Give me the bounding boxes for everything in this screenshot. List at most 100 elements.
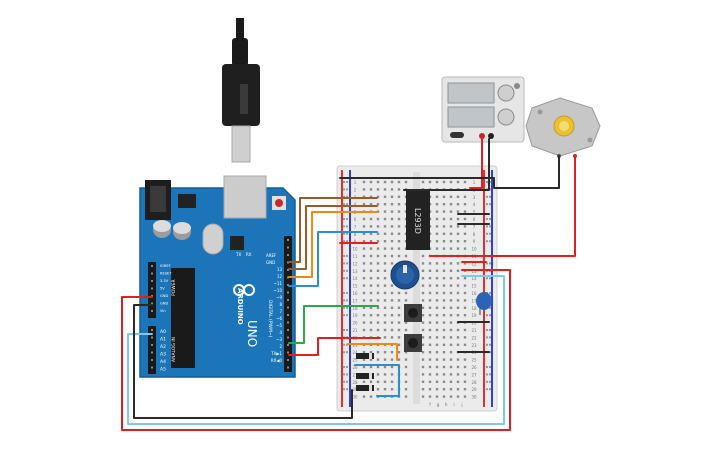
breadboard-hole[interactable]	[369, 225, 373, 228]
breadboard-hole[interactable]	[442, 321, 446, 324]
breadboard-hole[interactable]	[390, 195, 394, 198]
breadboard-hole[interactable]	[449, 225, 453, 228]
rail-hole[interactable]	[486, 277, 488, 280]
breadboard-hole[interactable]	[383, 306, 387, 309]
breadboard-hole[interactable]	[376, 328, 380, 332]
breadboard-hole[interactable]	[390, 373, 394, 376]
breadboard-hole[interactable]	[463, 343, 467, 346]
breadboard-hole[interactable]	[362, 321, 366, 324]
breadboard-hole[interactable]	[463, 358, 467, 361]
breadboard-hole[interactable]	[435, 247, 439, 250]
rail-hole[interactable]	[346, 195, 348, 198]
breadboard-hole[interactable]	[376, 232, 380, 235]
header-pin[interactable]	[287, 306, 289, 309]
rail-hole[interactable]	[343, 299, 345, 302]
breadboard-hole[interactable]	[435, 262, 439, 265]
breadboard-hole[interactable]	[390, 321, 394, 324]
breadboard-hole[interactable]	[435, 351, 439, 354]
breadboard-hole[interactable]	[362, 232, 366, 235]
breadboard-hole[interactable]	[442, 195, 446, 198]
breadboard-hole[interactable]	[421, 328, 425, 332]
breadboard-hole[interactable]	[362, 358, 366, 361]
rail-hole[interactable]	[346, 314, 348, 317]
breadboard-hole[interactable]	[397, 225, 401, 228]
breadboard-hole[interactable]	[390, 240, 394, 243]
breadboard-hole[interactable]	[397, 336, 401, 339]
breadboard-hole[interactable]	[397, 180, 401, 184]
breadboard-hole[interactable]	[397, 306, 401, 309]
breadboard-hole[interactable]	[383, 380, 387, 383]
breadboard-hole[interactable]	[442, 395, 446, 398]
breadboard-hole[interactable]	[390, 254, 394, 258]
breadboard-hole[interactable]	[463, 314, 467, 317]
breadboard-hole[interactable]	[390, 336, 394, 339]
breadboard-hole[interactable]	[456, 336, 460, 339]
breadboard-hole[interactable]	[397, 291, 401, 295]
breadboard-hole[interactable]	[428, 365, 432, 369]
breadboard-hole[interactable]	[428, 395, 432, 398]
breadboard-hole[interactable]	[390, 388, 394, 391]
header-pin[interactable]	[287, 299, 289, 301]
header-pin[interactable]	[151, 351, 153, 354]
breadboard-hole[interactable]	[390, 284, 394, 287]
breadboard-hole[interactable]	[463, 284, 467, 287]
breadboard-hole[interactable]	[442, 203, 446, 206]
breadboard-hole[interactable]	[369, 188, 373, 191]
breadboard-hole[interactable]	[369, 217, 373, 221]
breadboard-hole[interactable]	[383, 240, 387, 243]
rail-hole[interactable]	[486, 203, 488, 206]
breadboard-hole[interactable]	[362, 291, 366, 295]
rail-hole[interactable]	[343, 329, 345, 331]
breadboard-hole[interactable]	[390, 217, 394, 221]
breadboard-hole[interactable]	[369, 262, 373, 265]
rail-hole[interactable]	[489, 240, 491, 243]
breadboard-hole[interactable]	[362, 328, 366, 332]
wire-black-gnd[interactable]	[133, 304, 353, 419]
breadboard-hole[interactable]	[369, 180, 373, 184]
header-pin[interactable]	[287, 239, 289, 241]
breadboard-hole[interactable]	[390, 210, 394, 213]
rail-hole[interactable]	[489, 373, 491, 376]
breadboard-hole[interactable]	[435, 373, 439, 376]
rail-hole[interactable]	[346, 366, 348, 368]
breadboard-hole[interactable]	[376, 180, 380, 184]
breadboard-hole[interactable]	[376, 314, 380, 317]
rail-hole[interactable]	[346, 188, 348, 191]
breadboard-hole[interactable]	[463, 277, 467, 280]
breadboard-hole[interactable]	[435, 343, 439, 346]
breadboard-hole[interactable]	[456, 380, 460, 383]
breadboard-hole[interactable]	[421, 343, 425, 346]
rail-hole[interactable]	[343, 195, 345, 198]
rail-hole[interactable]	[343, 380, 345, 383]
breadboard-hole[interactable]	[421, 306, 425, 309]
potentiometer[interactable]	[390, 260, 420, 290]
breadboard-hole[interactable]	[456, 195, 460, 198]
breadboard-hole[interactable]	[442, 277, 446, 280]
breadboard-hole[interactable]	[383, 321, 387, 324]
breadboard-hole[interactable]	[456, 180, 460, 184]
wire-red-button[interactable]	[288, 337, 381, 356]
breadboard-hole[interactable]	[362, 254, 366, 258]
rail-hole[interactable]	[343, 292, 345, 294]
breadboard-hole[interactable]	[435, 306, 439, 309]
breadboard-hole[interactable]	[442, 284, 446, 287]
breadboard-hole[interactable]	[442, 299, 446, 302]
breadboard-hole[interactable]	[442, 351, 446, 354]
rail-hole[interactable]	[486, 195, 488, 198]
rail-hole[interactable]	[346, 262, 348, 265]
breadboard-hole[interactable]	[421, 336, 425, 339]
wire-red-power[interactable]	[469, 138, 483, 189]
rail-hole[interactable]	[343, 255, 345, 257]
breadboard-hole[interactable]	[376, 358, 380, 361]
breadboard-hole[interactable]	[428, 299, 432, 302]
capacitor[interactable]	[476, 292, 492, 315]
breadboard-hole[interactable]	[421, 351, 425, 354]
rail-hole[interactable]	[346, 203, 348, 206]
breadboard-hole[interactable]	[376, 217, 380, 221]
rail-hole[interactable]	[346, 373, 348, 376]
breadboard-hole[interactable]	[390, 306, 394, 309]
breadboard-hole[interactable]	[428, 284, 432, 287]
breadboard-hole[interactable]	[435, 328, 439, 332]
breadboard-hole[interactable]	[442, 336, 446, 339]
rail-hole[interactable]	[343, 225, 345, 228]
